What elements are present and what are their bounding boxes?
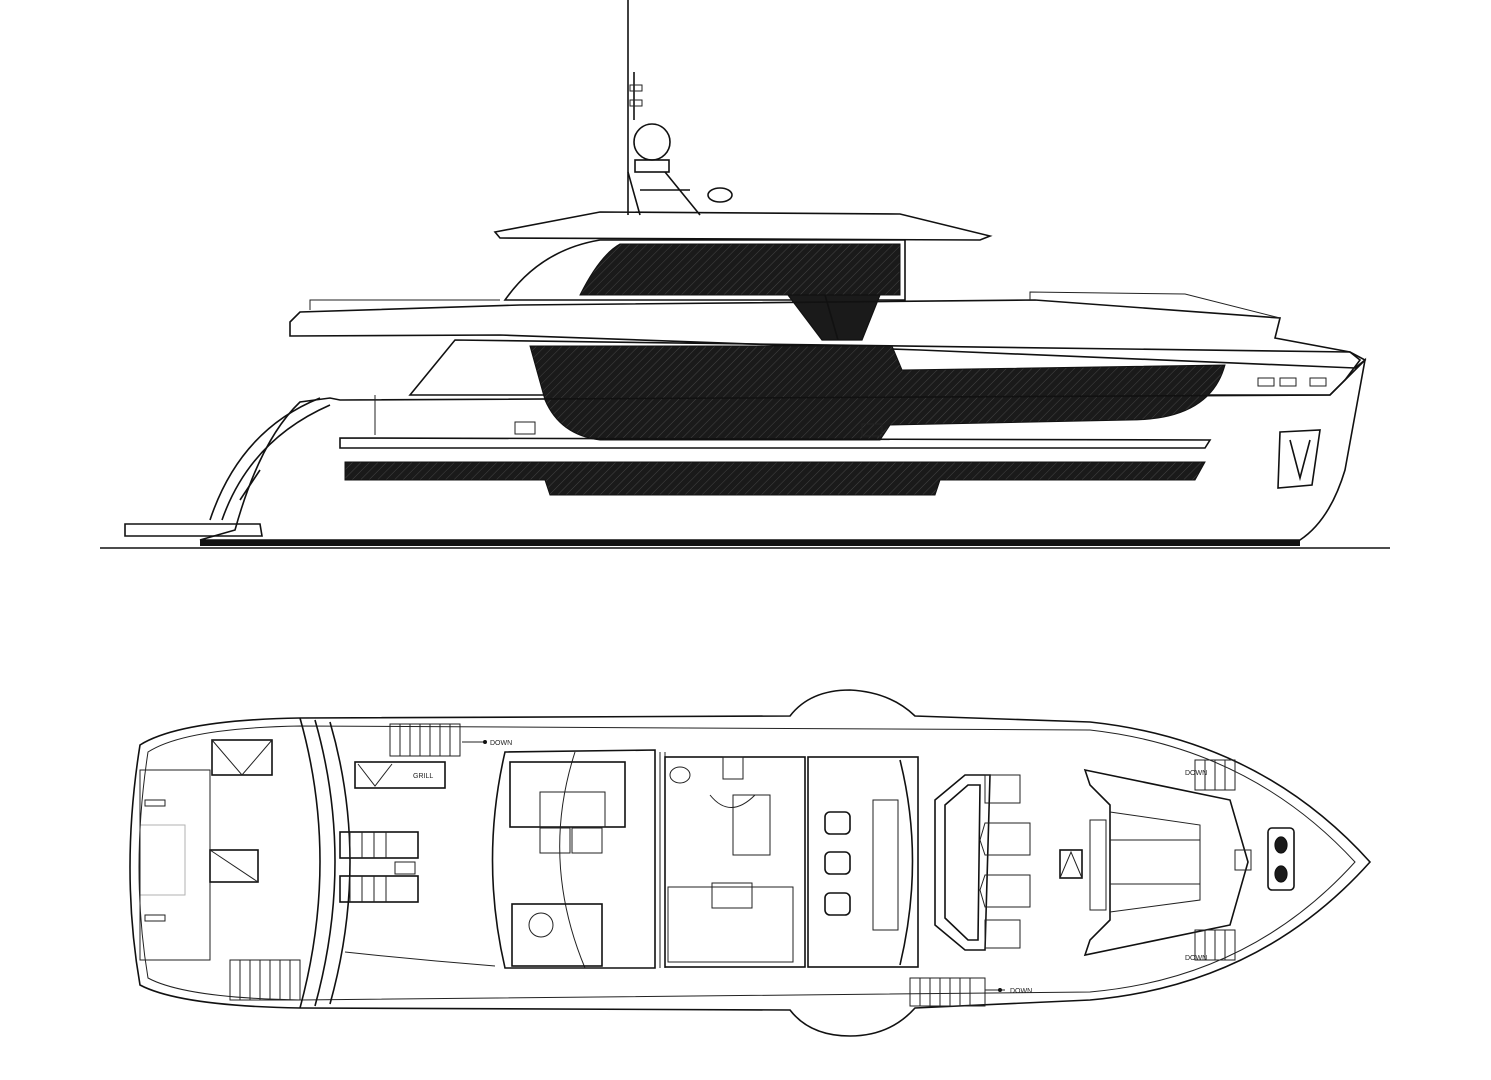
- anchor-pocket: [1277, 429, 1321, 489]
- deck-plan-view: DOWN GRILL: [129, 689, 1372, 1037]
- hull: [199, 357, 1367, 541]
- boot-stripe: [200, 540, 1300, 546]
- helm-seats: [824, 811, 851, 916]
- label-down-bow-port: DOWN: [1185, 770, 1207, 777]
- label-down-side: DOWN: [1010, 988, 1032, 995]
- label-down-bow-stbd: DOWN: [1185, 955, 1207, 962]
- sun-loungers: [339, 831, 419, 903]
- radome: [633, 123, 671, 161]
- main-glazing: [529, 345, 1226, 441]
- stern-sunpad: [139, 739, 301, 1001]
- side-profile-view: [100, 0, 1390, 549]
- swim-platform: [124, 523, 263, 537]
- hull-outline-plan: [129, 689, 1372, 1037]
- label-grill: GRILL: [413, 773, 433, 780]
- grill-counter: [354, 761, 446, 789]
- hull-window-stripe: [344, 461, 1206, 496]
- upper-glazing: [579, 243, 901, 296]
- hardtop: [493, 211, 993, 241]
- label-down-stern: DOWN: [490, 740, 512, 747]
